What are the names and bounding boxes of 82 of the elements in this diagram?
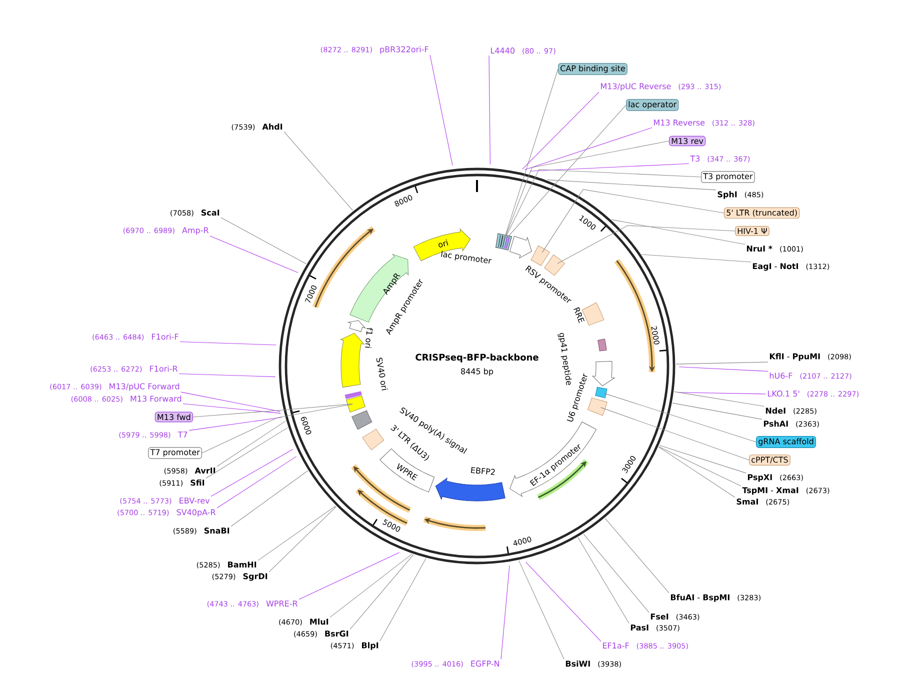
leader-line xyxy=(506,104,626,239)
leader-line xyxy=(182,403,281,414)
leader-line xyxy=(180,341,276,346)
feature-block xyxy=(592,361,615,386)
leader-line xyxy=(298,552,400,600)
leader-line xyxy=(206,427,288,479)
feature-tag: HIV-1 Ψ xyxy=(735,226,770,236)
feature-label: RRE xyxy=(574,307,585,324)
leader-line xyxy=(504,140,670,239)
leader-line xyxy=(380,558,426,642)
leader-line xyxy=(672,402,762,420)
leader-line xyxy=(504,68,558,239)
feature-tag: 5' LTR (truncated) xyxy=(724,207,800,219)
leader-line xyxy=(659,445,746,474)
leader-line xyxy=(524,127,652,170)
leader-line xyxy=(658,446,742,486)
leader-line xyxy=(192,404,353,418)
leader-line xyxy=(210,236,298,273)
feature-block xyxy=(587,398,608,416)
feature-block xyxy=(530,245,550,266)
feature-block xyxy=(435,478,506,502)
leader-line xyxy=(604,393,756,442)
leader-line xyxy=(488,55,490,165)
leader-line xyxy=(284,131,354,211)
feature-block xyxy=(352,410,372,430)
leader-line xyxy=(230,470,308,527)
leader-line xyxy=(500,565,510,660)
feature-tag: CAP binding site xyxy=(558,63,628,75)
feature-tag: lac operator xyxy=(626,99,679,111)
leader-line xyxy=(612,219,746,245)
feature-block xyxy=(340,332,364,388)
leader-line xyxy=(268,506,336,572)
feature-label: gp41 peptide xyxy=(558,333,572,386)
feature-block xyxy=(510,236,532,258)
leader-line xyxy=(330,554,412,618)
leader-line xyxy=(642,254,752,262)
feature-block xyxy=(544,254,565,276)
leader-line xyxy=(547,180,716,190)
leader-line xyxy=(557,225,736,264)
feature-block xyxy=(362,428,384,450)
feature-block xyxy=(344,391,366,412)
leader-line xyxy=(600,407,750,460)
feature-tag: cPPT/CTS xyxy=(749,454,790,466)
leader-line xyxy=(350,554,414,630)
leader-line xyxy=(530,163,690,172)
leader-line xyxy=(504,169,702,239)
plasmid-length: 8445 bp xyxy=(461,368,494,376)
leader-line xyxy=(220,217,306,264)
leader-line xyxy=(525,562,602,642)
leader-line xyxy=(180,392,280,412)
leader-line xyxy=(676,362,768,364)
leader-line xyxy=(522,92,600,170)
leader-line xyxy=(178,373,276,378)
leader-line xyxy=(210,448,294,497)
leader-line xyxy=(216,456,297,508)
feature-label: SV40 ori xyxy=(376,358,388,390)
feature-block xyxy=(348,320,366,332)
leader-line xyxy=(542,189,724,253)
leader-line xyxy=(578,537,630,624)
feature-block xyxy=(598,338,607,352)
leader-line xyxy=(674,391,764,407)
leader-line xyxy=(188,417,282,431)
feature-tag: M13 rev xyxy=(669,136,706,146)
feature-label: f1 ori xyxy=(365,328,373,348)
leader-line xyxy=(518,560,564,660)
leader-line xyxy=(677,392,766,394)
leader-line xyxy=(430,54,453,166)
leader-line xyxy=(678,366,768,372)
feature-tag: T3 promoter xyxy=(701,171,755,183)
leader-line xyxy=(658,446,736,498)
feature-tag: M13 fwd xyxy=(154,412,193,422)
feature-block xyxy=(595,386,608,398)
leader-line xyxy=(604,518,670,594)
leader-line xyxy=(216,420,286,467)
feature-tag: T7 promoter xyxy=(148,447,202,459)
leader-line xyxy=(202,404,353,454)
feature-label: EBFP2 xyxy=(471,467,495,475)
plasmid-name: CRISPseq-BFP-backbone xyxy=(416,354,538,362)
leader-line xyxy=(583,534,650,613)
feature-block xyxy=(496,233,512,250)
feature-tag: gRNA scaffold xyxy=(756,436,816,448)
leader-line xyxy=(258,506,336,561)
